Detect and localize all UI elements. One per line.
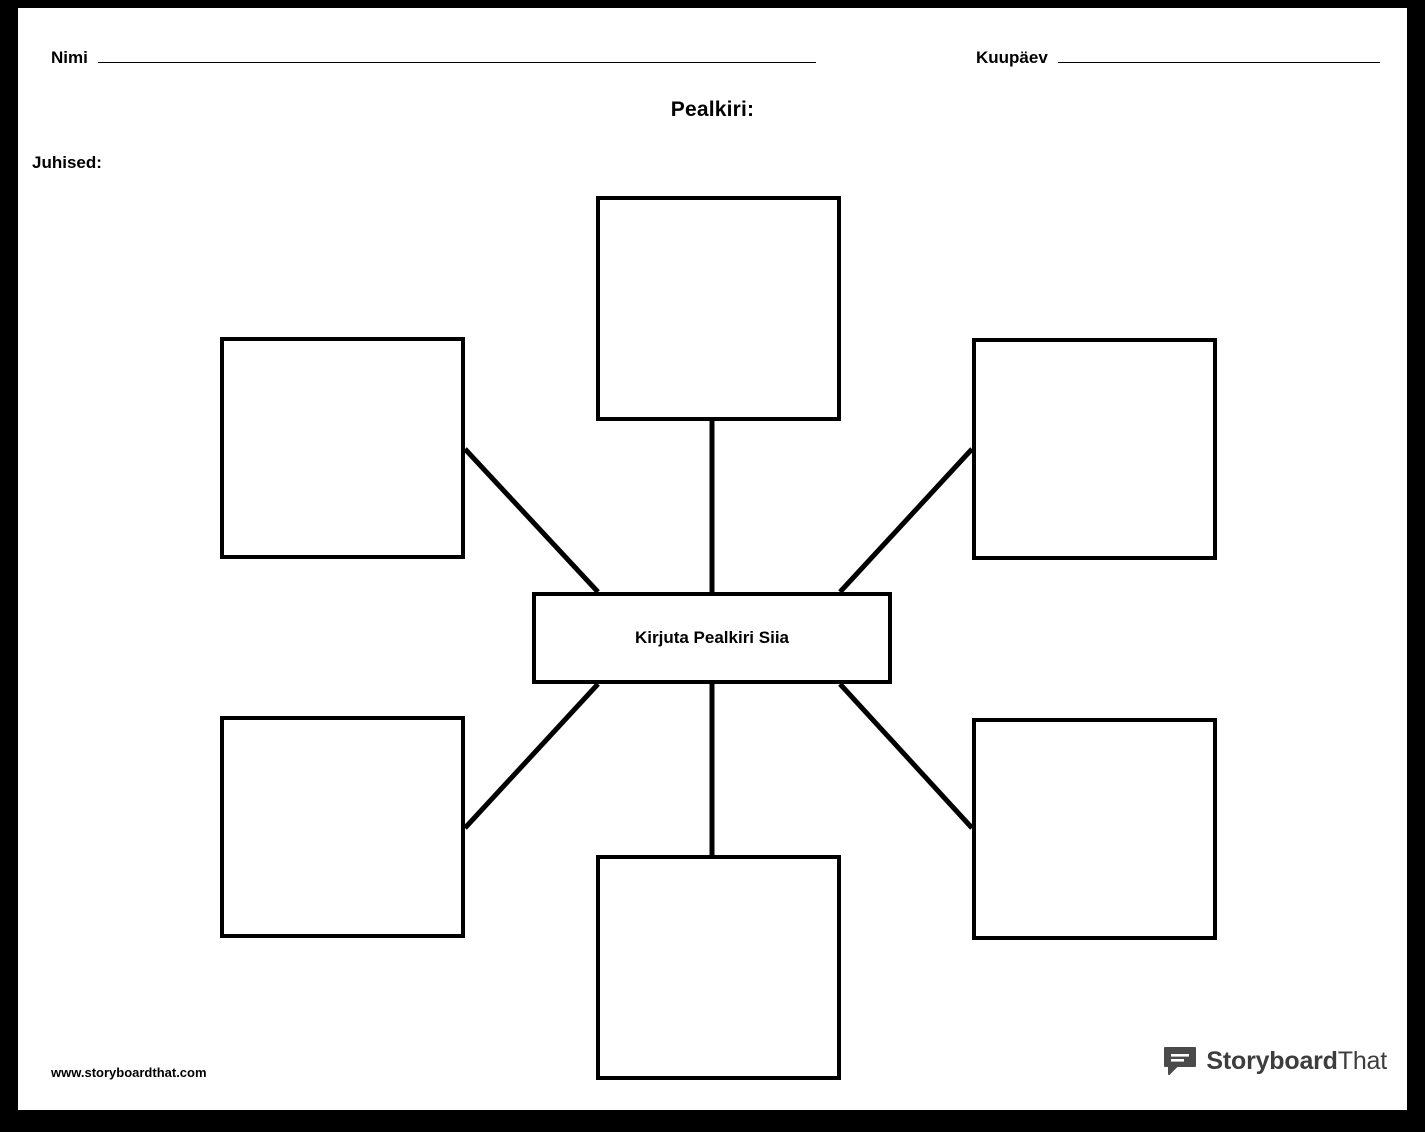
page-title: Pealkiri: [670,98,755,121]
date-input-line[interactable] [1057,62,1380,63]
spider-map-diagram: Kirjuta Pealkiri Siia [18,8,1407,1110]
worksheet-page: Nimi Kuupäev Pealkiri: Juhised: [18,8,1407,1110]
topic-box-right-lower[interactable] [972,718,1217,940]
connector-left-upper [463,447,600,594]
name-label: Nimi [51,48,88,67]
brand-name-second: That [1337,1046,1387,1075]
brand-name: StoryboardThat [1206,1047,1387,1076]
topic-box-left-upper[interactable] [220,337,465,559]
speech-bubble-icon [1163,1046,1197,1076]
date-label: Kuupäev [976,48,1048,67]
center-topic-label: Kirjuta Pealkiri Siia [634,628,789,647]
brand-name-first: Storyboard [1206,1046,1338,1075]
center-topic-box[interactable]: Kirjuta Pealkiri Siia [532,592,892,684]
name-input-line[interactable] [97,62,816,63]
connector-lines [463,421,974,855]
date-field-row: Kuupäev [976,48,1380,68]
instructions-label: Juhised: [32,153,102,172]
connector-left-lower [463,682,600,830]
brand-logo: StoryboardThat [1163,1046,1387,1076]
connector-right-lower [838,682,974,830]
connector-right-upper [838,447,974,594]
topic-box-bottom[interactable] [596,855,841,1080]
topic-box-left-lower[interactable] [220,716,465,938]
topic-box-top[interactable] [596,196,841,421]
name-field-row: Nimi [51,48,816,68]
topic-box-right-upper[interactable] [972,338,1217,560]
footer-url[interactable]: www.storyboardthat.com [51,1065,207,1080]
